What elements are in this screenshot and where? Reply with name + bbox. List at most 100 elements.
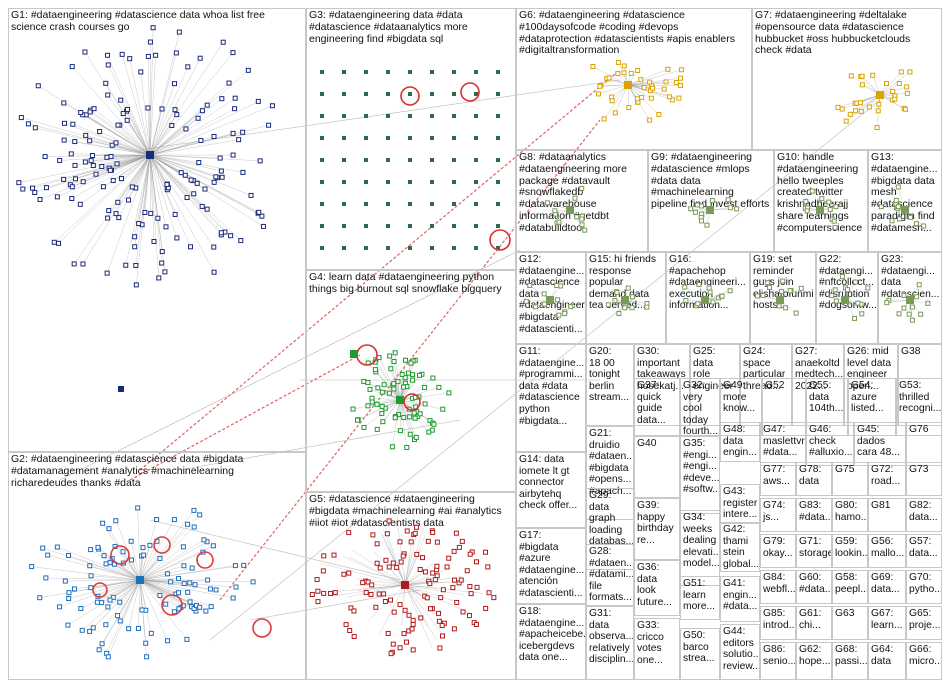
g5-edge (404, 584, 472, 614)
group-label-g70: G70: pytho... (909, 572, 942, 595)
group-label-g5: G5: #datascience #dataengineering #bigda… (309, 493, 502, 529)
g2-edge (45, 577, 141, 581)
g2-edge (128, 579, 141, 629)
g2-edge (139, 565, 244, 581)
group-box-g8: G8: #dataanalytics #dataengineering more… (516, 150, 648, 252)
g1-edge (58, 154, 151, 244)
g6-edge (599, 84, 629, 87)
group-box-g10: G10: handle #dataengineering hello tweep… (774, 150, 868, 252)
group-box-g52: G52 (762, 378, 806, 436)
g1-edge (71, 154, 151, 199)
group-box-g54: G54: azure listed... (848, 378, 896, 436)
group-label-g18: G18: #dataengine... #apacheicebe... iceb… (519, 606, 586, 664)
group-label-g80: G80: hamo... (835, 500, 868, 523)
group-label-g1: G1: #dataengineering #datascience data w… (11, 9, 265, 33)
group-box-g29: G29: data graph loading databas... (586, 488, 634, 570)
g2-edge (139, 541, 208, 581)
g1-edge (149, 154, 223, 178)
group-label-g16: G16: #apachehop #dataengineeri... execut… (669, 254, 746, 312)
g1-edge (149, 154, 163, 252)
group-label-g39: G39: happy birthday re... (637, 500, 674, 546)
g1-edge (149, 139, 239, 156)
group-box-g48: G48: data engin... (720, 422, 760, 462)
g6-edge (627, 84, 653, 89)
g2-edge (139, 579, 217, 591)
group-box-g79: G79: okay... (760, 534, 796, 568)
g2-edge (106, 579, 141, 654)
group-label-g75: G75 (835, 464, 855, 475)
group-box-g75: G75 (832, 462, 868, 496)
g5-edge (337, 584, 406, 592)
g2-edge (139, 579, 171, 583)
g1-edge (149, 125, 172, 156)
g1-edge (34, 154, 151, 193)
g1-edge (149, 154, 216, 178)
g2-edge (65, 579, 141, 582)
group-label-g76: G76 (909, 424, 929, 435)
g1-edge (149, 154, 160, 278)
g1-edge (149, 154, 222, 172)
group-label-g19: G19: set reminder guys join elishatofunm… (753, 254, 814, 312)
g1-edge (128, 154, 151, 201)
g2-edge (139, 579, 143, 610)
group-label-g37: G37: quick guide data... (637, 380, 666, 426)
group-label-g25: G25: data role engineer (693, 346, 734, 392)
group-label-g14: G14: data iomete lt gt connector airbyte… (519, 454, 578, 512)
g1-edge (149, 55, 156, 156)
group-label-g77: G77: aws... (763, 464, 790, 487)
group-label-g72: G72: road... (871, 464, 901, 487)
group-label-g57: G57: data... (909, 536, 938, 559)
g2-edge (137, 507, 141, 581)
group-label-g10: G10: handle #dataengineering hello tweep… (777, 151, 863, 234)
group-box-g12: G12: #dataengine... #datascience data #d… (516, 252, 586, 344)
g1-edge (149, 154, 191, 247)
group-box-g43: G43: register interе... (720, 484, 760, 524)
group-box-g11: G11: #dataengine... #programmi... data #… (516, 344, 586, 452)
g1-edge (149, 27, 154, 156)
group-box-g3: G3: #dataengineering data #data #datasci… (306, 8, 516, 270)
group-label-g71: G71: storage (799, 536, 832, 559)
group-label-g61: G61: chi... (799, 608, 822, 631)
group-box-g81: G81 (868, 498, 906, 532)
group-label-g35: G35: #engi... #engi... #deve... #softw..… (683, 438, 720, 496)
g1-edge (149, 58, 201, 156)
group-box-g66: G66: micro... (906, 642, 942, 680)
cross-group-edge (129, 354, 361, 481)
g4-edge (372, 399, 401, 403)
g2-edge (108, 579, 141, 657)
g1-edge (149, 42, 224, 156)
group-box-g36: G36: data look future... (634, 560, 680, 616)
g5-edge (401, 584, 406, 626)
g7-edge (851, 75, 881, 96)
g1-edge (149, 101, 259, 156)
g7-edge (855, 94, 881, 111)
g2-edge (139, 539, 205, 581)
group-box-g60: G60: #data... (796, 570, 832, 604)
g2-edge (68, 555, 141, 581)
group-label-g13: G13: #dataengine... #bigdata data mesh #… (871, 151, 938, 234)
group-label-g82: G82: data... (909, 500, 938, 523)
group-box-g22: G22: #dataengi... #nftcollect... #disrup… (816, 252, 878, 344)
g1-edge (64, 139, 151, 156)
group-box-g6: G6: #dataengineering #datascience #100da… (516, 8, 752, 150)
group-box-g64: G64: data (868, 642, 906, 680)
g1-edge (72, 123, 151, 156)
g1-edge (149, 154, 259, 213)
group-label-g40: G40 (637, 438, 657, 449)
g1-edge (45, 154, 151, 157)
g5-edge (404, 567, 452, 586)
g4-edge (372, 398, 401, 401)
g5-edge (382, 529, 406, 586)
g1-edge (149, 154, 167, 227)
group-box-g31: G31: data observa... relatively discipli… (586, 606, 634, 680)
group-label-g55: G55: data 104th... (809, 380, 844, 415)
group-label-g46: G46: check #alluxio... (809, 424, 853, 459)
g5-edge (404, 535, 426, 586)
group-label-g64: G64: data (871, 644, 894, 667)
g2-edge (57, 546, 141, 581)
g1-edge (95, 154, 151, 175)
g2-edge (89, 565, 141, 581)
g1-edge (149, 52, 234, 156)
g4-edge (389, 355, 401, 401)
group-box-g16: G16: #apachehop #dataengineeri... execut… (666, 252, 750, 344)
